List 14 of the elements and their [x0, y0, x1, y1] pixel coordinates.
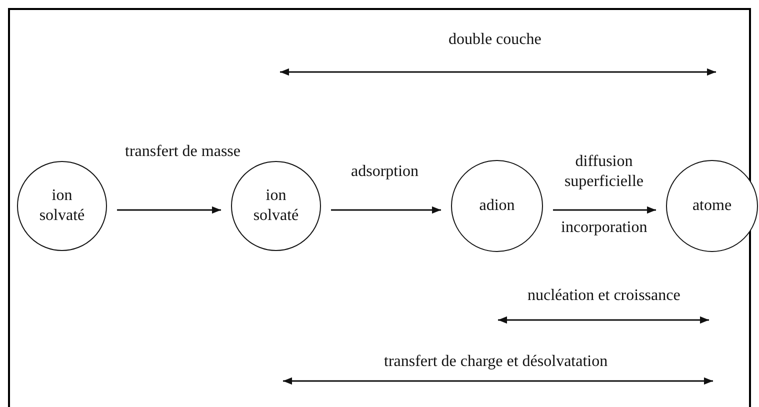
species-label: atome: [691, 196, 733, 216]
edge-label: adsorption: [351, 162, 419, 182]
edge-label: diffusion superficielle: [563, 152, 645, 192]
species-label: ion solvaté: [252, 186, 300, 226]
range-label: nucléation et croissance: [528, 286, 680, 306]
species-label: ion solvaté: [38, 186, 86, 226]
range-label: incorporation: [561, 218, 648, 238]
range-label: double couche: [448, 30, 542, 50]
arrow: [331, 206, 441, 214]
edge-label: transfert de masse: [125, 142, 241, 162]
species-label: adion: [478, 196, 516, 216]
arrow: [117, 206, 221, 214]
range-label: transfert de charge et désolvatation: [384, 352, 608, 372]
arrow: [553, 206, 656, 214]
